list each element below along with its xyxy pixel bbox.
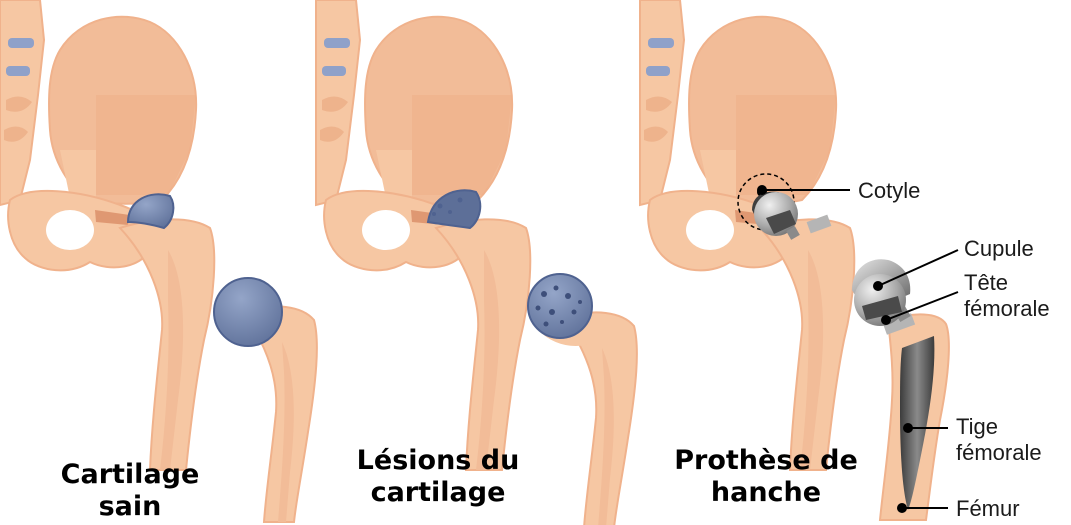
label-tige-line1: Tige bbox=[956, 414, 1042, 440]
femoral-head-cartilage bbox=[214, 278, 282, 346]
label-cotyle: Cotyle bbox=[858, 178, 920, 204]
panel-healthy bbox=[0, 0, 317, 522]
caption-prosthesis: Prothèse de hanche bbox=[666, 445, 866, 509]
panel-prosthesis bbox=[640, 0, 854, 470]
label-tete-femorale: Tête fémorale bbox=[964, 270, 1050, 322]
label-tete-line1: Tête bbox=[964, 270, 1050, 296]
label-cupule: Cupule bbox=[964, 236, 1034, 262]
caption-damaged: Lésions du cartilage bbox=[348, 445, 528, 509]
caption-damaged-line2: cartilage bbox=[348, 477, 528, 509]
label-cotyle-text: Cotyle bbox=[858, 178, 920, 204]
label-cupule-text: Cupule bbox=[964, 236, 1034, 262]
label-femur-text: Fémur bbox=[956, 496, 1020, 522]
label-tete-line2: fémorale bbox=[964, 296, 1050, 322]
prosthesis-components bbox=[852, 259, 949, 520]
label-tige-femorale: Tige fémorale bbox=[956, 414, 1042, 466]
caption-prosthesis-line1: Prothèse de bbox=[666, 445, 866, 477]
label-tige-line2: fémorale bbox=[956, 440, 1042, 466]
caption-healthy: Cartilage sain bbox=[30, 459, 230, 523]
caption-healthy-line1: Cartilage sain bbox=[30, 459, 230, 523]
label-femur: Fémur bbox=[956, 496, 1020, 522]
caption-prosthesis-line2: hanche bbox=[666, 477, 866, 509]
caption-damaged-line1: Lésions du bbox=[348, 445, 528, 477]
